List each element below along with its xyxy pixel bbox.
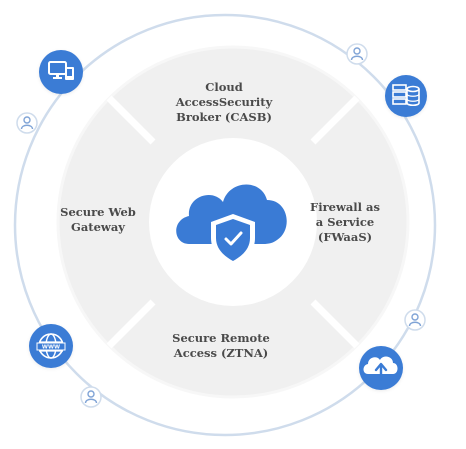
segment-label-bottom: Secure Remote Access (ZTNA) [172, 331, 270, 360]
segment-dividers [106, 95, 360, 349]
segment-left-line-2: Gateway [71, 220, 125, 234]
segment-top-line-1: Cloud [205, 80, 243, 94]
user-icon [346, 43, 368, 65]
segment-left-line-1: Secure Web [60, 205, 136, 219]
cloud-upload-icon [359, 346, 403, 390]
segment-top-line-3: Broker (CASB) [176, 110, 272, 124]
globe-www-icon: WWW [29, 324, 73, 368]
outer-orbit-ring [13, 13, 437, 437]
cloud-shield-check-icon [176, 184, 287, 266]
segment-bottom-line-1: Secure Remote [172, 331, 270, 345]
server-database-icon [385, 75, 427, 117]
desktop-laptop-icon [39, 50, 83, 94]
segment-bottom-line-2: Access (ZTNA) [173, 346, 268, 360]
user-icon [80, 386, 102, 408]
svg-text:WWW: WWW [42, 345, 60, 351]
segment-right-line-2: a Service [316, 215, 375, 229]
segment-top-line-2: AccessSecurity [175, 95, 273, 109]
segment-right-line-1: Firewall as [310, 200, 380, 214]
segment-right-line-3: (FWaaS) [318, 230, 372, 244]
user-icon [16, 112, 38, 134]
segment-label-top: Cloud AccessSecurity Broker (CASB) [175, 80, 273, 124]
user-icon [404, 309, 426, 331]
segment-label-right: Firewall as a Service (FWaaS) [310, 200, 380, 244]
segment-label-left: Secure Web Gateway [60, 205, 136, 234]
